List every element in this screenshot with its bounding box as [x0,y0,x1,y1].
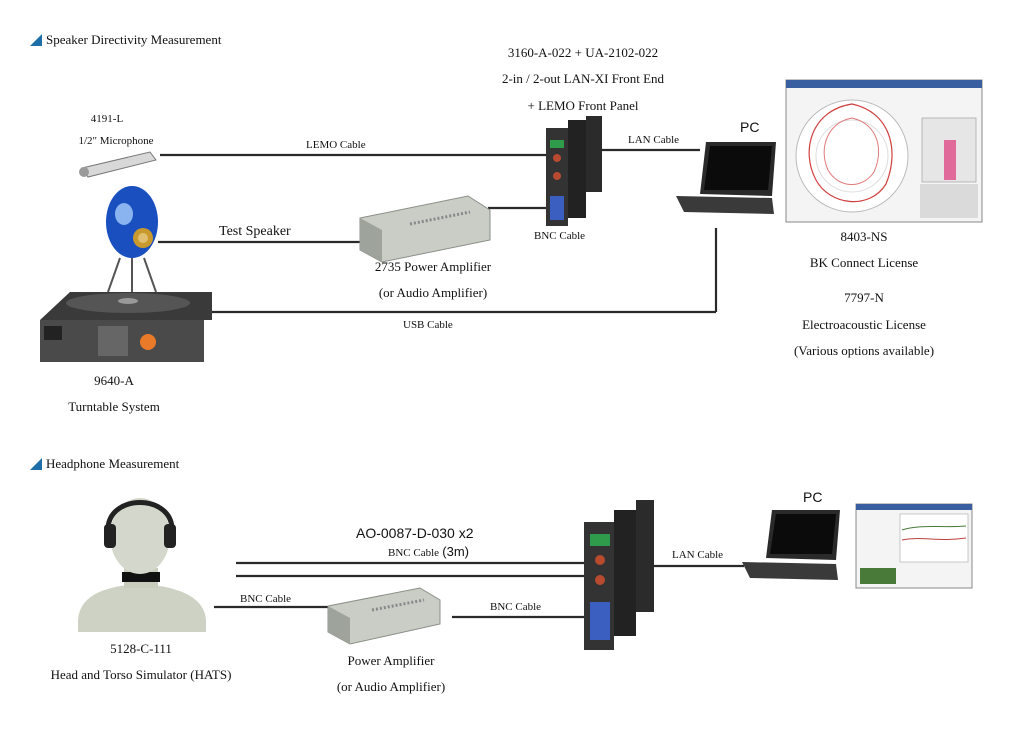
license2-note: (Various options available) [793,343,935,358]
power-amplifier-2-icon [327,587,441,645]
bnc-length: (3m) [442,544,469,559]
laptop-icon [676,142,776,214]
headphone-section-title-text: Headphone Measurement [46,456,180,471]
lan-cable-2-label: LAN Cable [672,549,724,561]
usb-cable-label: USB Cable [403,319,453,331]
bnc-left-label: BNC Cable [240,593,292,605]
bnc-right-label: BNC Cable [490,601,542,613]
section-triangle-icon [30,34,42,46]
pc-label: PC [740,119,760,135]
lan-cable-label: LAN Cable [628,134,680,146]
lemo-cable-label: LEMO Cable [306,139,366,151]
license2-model: 7797-N [844,290,884,305]
cables-speaker [158,148,718,314]
cables-headphone [214,561,744,619]
license1-model: 8403-NS [840,229,888,244]
speaker-section-title: Speaker Directivity Measurement [30,32,221,48]
polar-plot-screenshot [785,79,983,223]
amp-2-name: Power Amplifier [347,653,435,668]
turntable-name: Turntable System [68,399,160,414]
hats-icon [78,498,206,632]
lanxi-frontend-2-icon [584,500,654,650]
section-triangle-icon [30,458,42,470]
test-speaker-icon [106,186,158,295]
ao-cable-label: AO-0087-D-030 x2 [356,525,474,541]
license1-name: BK Connect License [809,255,919,270]
frontend-line2: 2-in / 2-out LAN-XI Front End [501,71,665,86]
mic-model: 4191-L [90,113,124,125]
hats-model: 5128-C-111 [110,641,172,656]
speaker-section-title-text: Speaker Directivity Measurement [46,32,222,47]
amp-name: 2735 Power Amplifier [374,259,492,274]
turntable-icon [40,292,212,362]
bnc-cable-label: BNC Cable [534,230,586,242]
power-amplifier-icon [359,195,491,263]
analysis-screenshot [855,503,973,589]
hats-name: Head and Torso Simulator (HATS) [50,667,232,682]
headphone-section-title: Headphone Measurement [30,456,179,472]
laptop-2-icon [742,510,840,580]
amp-alt: (or Audio Amplifier) [378,285,488,300]
bnc-cable-top-label: BNC Cable (3m) [388,545,469,559]
test-speaker-label: Test Speaker [219,224,291,239]
microphone-icon [79,151,157,178]
mic-name: 1/2" Microphone [78,135,154,147]
turntable-model: 9640-A [94,373,134,388]
frontend-line3: + LEMO Front Panel [527,98,639,113]
frontend-line1: 3160-A-022 + UA-2102-022 [507,45,659,60]
bnc-cable-top-text: BNC Cable [388,547,440,559]
amp-2-alt: (or Audio Amplifier) [336,679,446,694]
pc-2-label: PC [803,489,823,505]
license2-name: Electroacoustic License [802,317,926,332]
lanxi-frontend-icon [546,116,602,226]
